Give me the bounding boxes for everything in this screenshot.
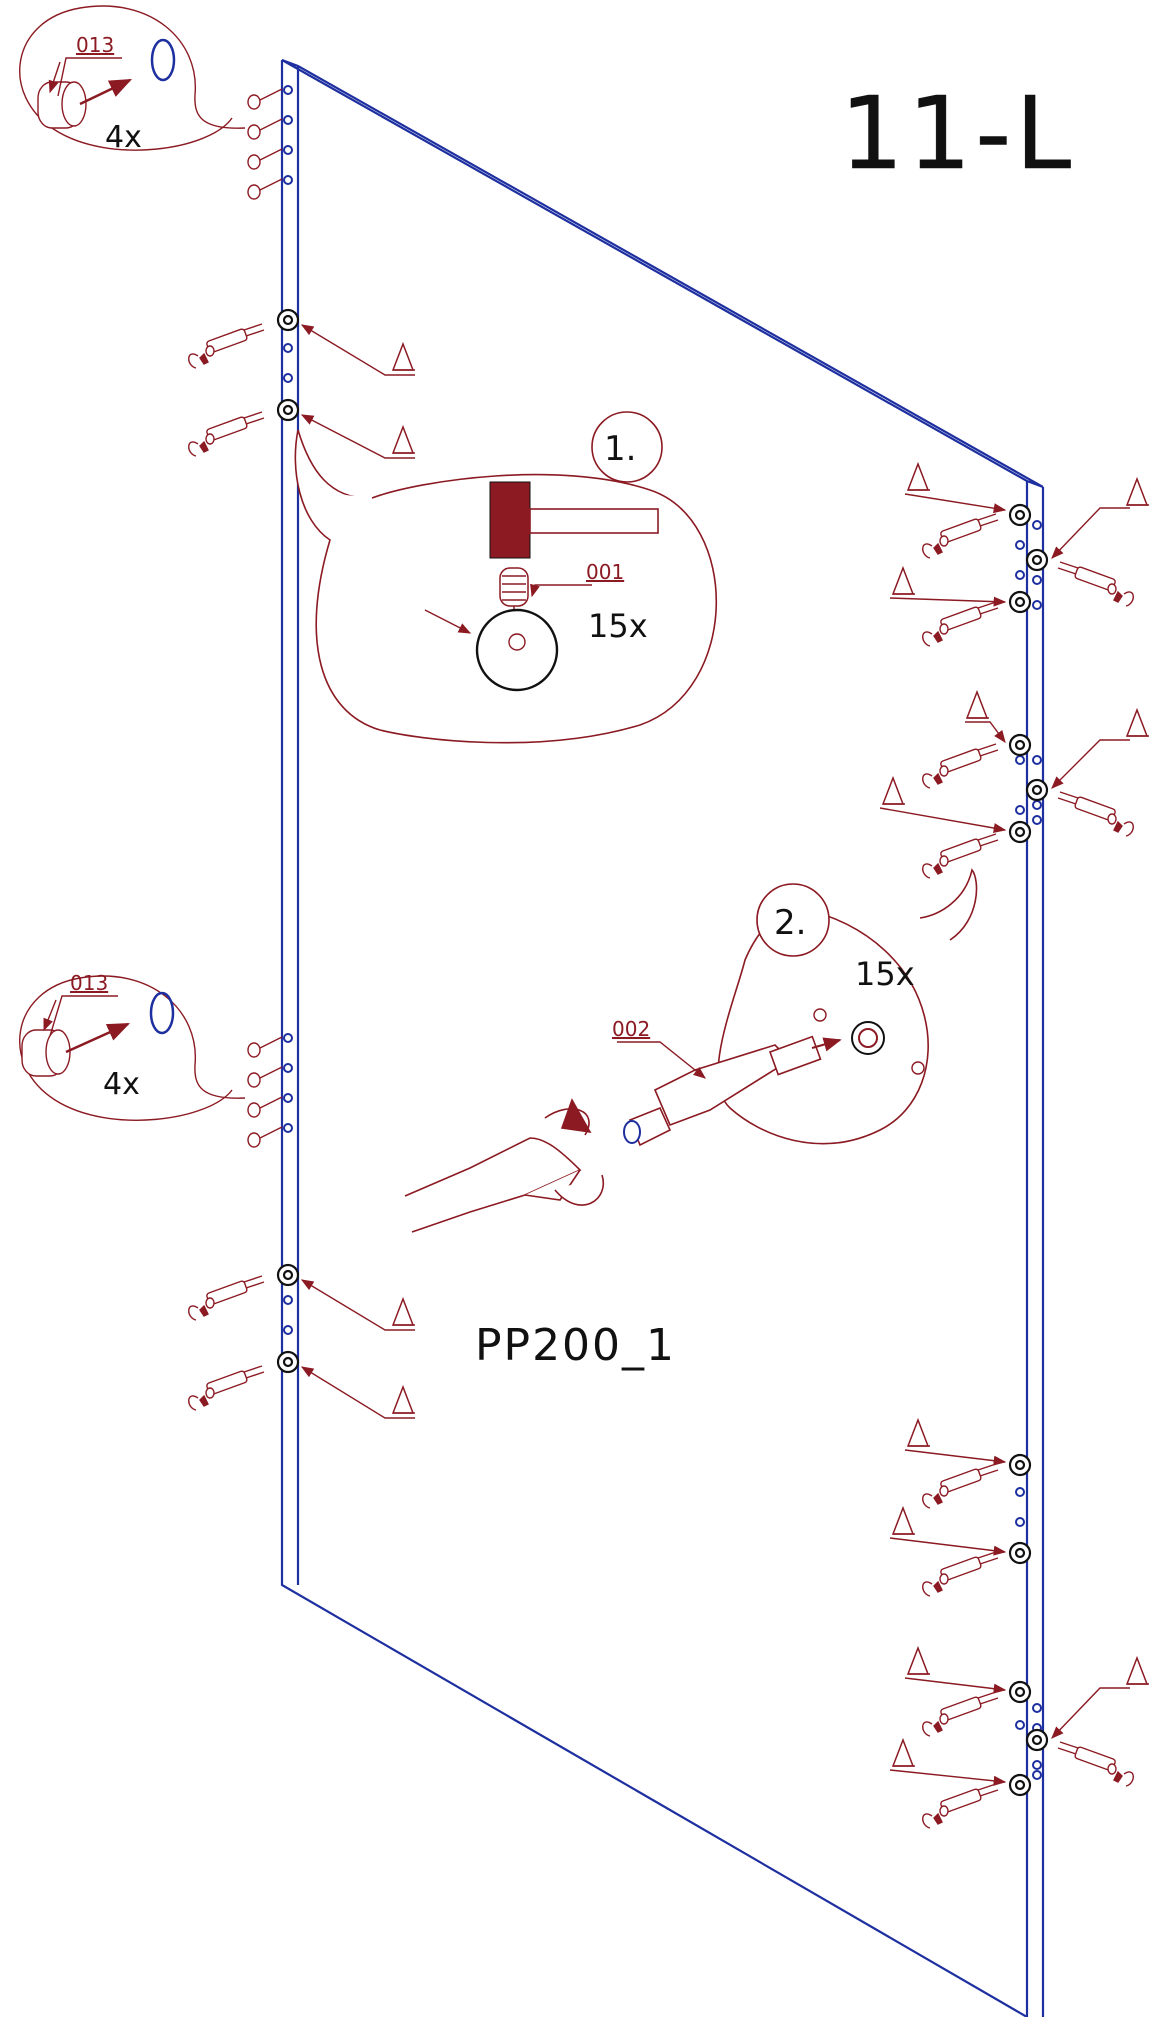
connector-bolt <box>922 1783 999 1829</box>
marker-letter: A <box>1130 732 1131 735</box>
connector-bolt <box>188 323 265 369</box>
marker-tag: A <box>391 341 415 371</box>
marker-letter: A <box>911 486 912 489</box>
shelf-plug <box>247 1096 283 1118</box>
shelf-plug <box>247 1126 283 1148</box>
plug-code-bottom: 013 <box>70 971 108 995</box>
left-edge-holes <box>283 85 293 1335</box>
marker-tag: A <box>891 1505 915 1535</box>
callout-2-step: 2. <box>774 903 806 943</box>
marker-letter: A <box>970 714 971 717</box>
shelf-plug <box>247 148 283 170</box>
shelf-plug <box>247 1036 283 1058</box>
shelf-plug <box>247 88 283 110</box>
plug-quantity-bottom: 4x <box>103 1067 140 1102</box>
connector-bolt <box>188 411 265 457</box>
callout-2-part-code: 002 <box>612 1017 650 1041</box>
marker-labels: A A A A A A A A A A A A A A A <box>391 341 1149 1767</box>
connector-bolt <box>922 743 999 789</box>
marker-tag: A <box>906 461 930 491</box>
marker-tag: A <box>881 775 905 805</box>
connector-bolt <box>1057 1741 1134 1787</box>
marker-tag: A <box>1125 476 1149 506</box>
connector-bolts <box>188 323 1134 1829</box>
marker-letter: A <box>1130 501 1131 504</box>
connector-bolt <box>1057 561 1134 607</box>
plug-callout-bottom <box>19 975 246 1121</box>
screwdriver-icon <box>404 1098 605 1233</box>
plug-callout-top <box>19 5 246 151</box>
shelf-plug <box>247 118 283 140</box>
marker-letter: A <box>911 1442 912 1445</box>
hole-detail-center <box>508 633 526 651</box>
connector-bolt <box>1057 791 1134 837</box>
callout-1-leaders <box>424 583 592 634</box>
connector-bolt <box>922 513 999 559</box>
marker-letter: A <box>896 590 897 593</box>
marker-letter: A <box>896 1530 897 1533</box>
connector-bolt <box>188 1365 265 1411</box>
marker-tag: A <box>906 1645 930 1675</box>
marker-tag: A <box>391 1296 415 1326</box>
marker-tag: A <box>1125 707 1149 737</box>
step-label: 11-L <box>840 75 1075 192</box>
plug-quantity-top: 4x <box>105 120 142 155</box>
connector-bolt <box>188 1275 265 1321</box>
right-edge-holes <box>1015 520 1042 1780</box>
callout-1-quantity: 15x <box>588 607 648 645</box>
connector-bolt <box>922 1463 999 1509</box>
marker-letter: A <box>886 800 887 803</box>
connector-bolt <box>922 833 999 879</box>
marker-leaders <box>300 324 1130 1786</box>
plug-code-top: 013 <box>76 33 114 57</box>
callout-1-step: 1. <box>604 429 636 469</box>
marker-tag: A <box>391 1384 415 1414</box>
hammer-icon <box>489 481 659 559</box>
marker-letter: A <box>911 1670 912 1673</box>
callout-1-part-code: 001 <box>586 560 624 584</box>
marker-letter: A <box>396 1321 397 1324</box>
marker-letter: A <box>896 1762 897 1765</box>
connector-bolt <box>922 601 999 647</box>
connector-bolt-detail <box>623 1035 842 1147</box>
marker-tag: A <box>891 565 915 595</box>
shelf-plug <box>247 178 283 200</box>
callout-2-leader <box>617 1041 706 1079</box>
threaded-hole-icon <box>813 1008 925 1075</box>
marker-tag: A <box>891 1737 915 1767</box>
marker-letter: A <box>1130 1680 1131 1683</box>
callout-2-quantity: 15x <box>855 955 915 993</box>
callout-2-bubble <box>717 868 978 1145</box>
marker-tag: A <box>1125 1655 1149 1685</box>
marker-tag: A <box>906 1417 930 1447</box>
marker-tag: A <box>391 424 415 454</box>
connector-bolt <box>922 1551 999 1597</box>
panel-code: PP200_1 <box>475 1320 676 1371</box>
marker-letter: A <box>396 449 397 452</box>
cam-fitting-holes <box>276 308 1049 1797</box>
connector-bolt <box>922 1691 999 1737</box>
marker-tag: A <box>965 689 989 719</box>
marker-letter: A <box>396 1409 397 1412</box>
marker-letter: A <box>396 366 397 369</box>
shelf-plugs <box>247 88 283 1148</box>
shelf-plug <box>247 1066 283 1088</box>
